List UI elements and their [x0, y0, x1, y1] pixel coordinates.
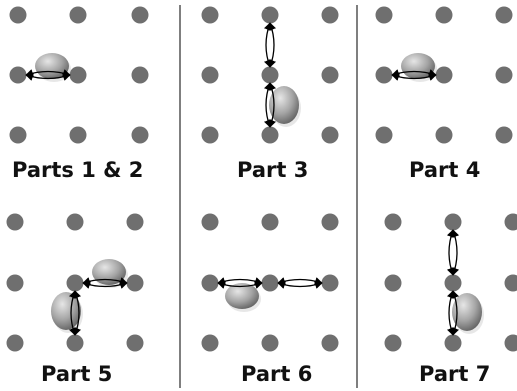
label-part-5: Part 5 [41, 362, 113, 386]
grid-dot [261, 126, 279, 144]
motion-arrow [73, 290, 82, 336]
motion-arrow [277, 281, 323, 289]
label-parts-1-2: Parts 1 & 2 [12, 158, 144, 182]
grid-dot [69, 6, 87, 24]
grid-dot [69, 126, 87, 144]
motion-arrow [277, 277, 323, 285]
grid-dot [504, 213, 517, 231]
grid-dot [201, 6, 219, 24]
grid-dot [131, 66, 149, 84]
grid-dot [384, 274, 402, 292]
motion-arrow [446, 229, 455, 276]
grid-dot [9, 126, 27, 144]
grid-dot [504, 274, 517, 292]
grid-dot [66, 334, 84, 352]
grid-dot [321, 66, 339, 84]
grid-dot [261, 274, 279, 292]
grid-dot [261, 334, 279, 352]
grid-dot [375, 6, 393, 24]
motion-arrow [263, 22, 272, 68]
label-part-7: Part 7 [419, 362, 491, 386]
grid-dot [435, 66, 453, 84]
sphere [269, 86, 299, 124]
grid-dot [384, 213, 402, 231]
grid-dot [6, 213, 24, 231]
grid-dot [201, 66, 219, 84]
grid-dot [375, 66, 393, 84]
grid-dot [131, 126, 149, 144]
grid-dot [321, 274, 339, 292]
grid-dot [261, 6, 279, 24]
grid-dot [9, 66, 27, 84]
grid-dot [9, 6, 27, 24]
grid-dot [201, 274, 219, 292]
grid-dot [6, 274, 24, 292]
grid-dot [375, 126, 393, 144]
grid-dot [126, 334, 144, 352]
motion-arrow [82, 277, 128, 285]
grid-dot [321, 6, 339, 24]
grid-dot [384, 334, 402, 352]
grid-dot [201, 126, 219, 144]
sphere [401, 53, 435, 79]
label-part-3: Part 3 [237, 158, 309, 182]
grid-dot [435, 6, 453, 24]
grid-dot [69, 66, 87, 84]
motion-arrow [451, 229, 460, 276]
grid-dot [321, 213, 339, 231]
grid-dot [321, 334, 339, 352]
grid-dot [435, 126, 453, 144]
sphere [225, 283, 259, 309]
motion-arrow [25, 69, 71, 77]
grid-dot [131, 6, 149, 24]
grid-dot [201, 213, 219, 231]
grid-dot [261, 213, 279, 231]
grid-dot [6, 334, 24, 352]
grid-dot [495, 6, 513, 24]
grid-dot [321, 126, 339, 144]
grid-dot [126, 213, 144, 231]
label-part-6: Part 6 [241, 362, 313, 386]
motion-arrow [217, 277, 263, 285]
sphere [452, 293, 482, 331]
grid-dot [66, 213, 84, 231]
motion-arrow [451, 290, 460, 336]
grid-dot [261, 66, 279, 84]
grid-dot [66, 274, 84, 292]
motion-arrow [391, 69, 437, 77]
grid-dot [444, 334, 462, 352]
motion-arrow [268, 82, 277, 128]
grid-dot [201, 334, 219, 352]
motion-arrow [268, 22, 277, 68]
label-part-4: Part 4 [409, 158, 481, 182]
grid-dot [504, 334, 517, 352]
sphere [35, 53, 69, 79]
grid-dot [444, 274, 462, 292]
grid-dot [126, 274, 144, 292]
grid-dot [495, 66, 513, 84]
grid-dot [444, 213, 462, 231]
grid-dot [495, 126, 513, 144]
